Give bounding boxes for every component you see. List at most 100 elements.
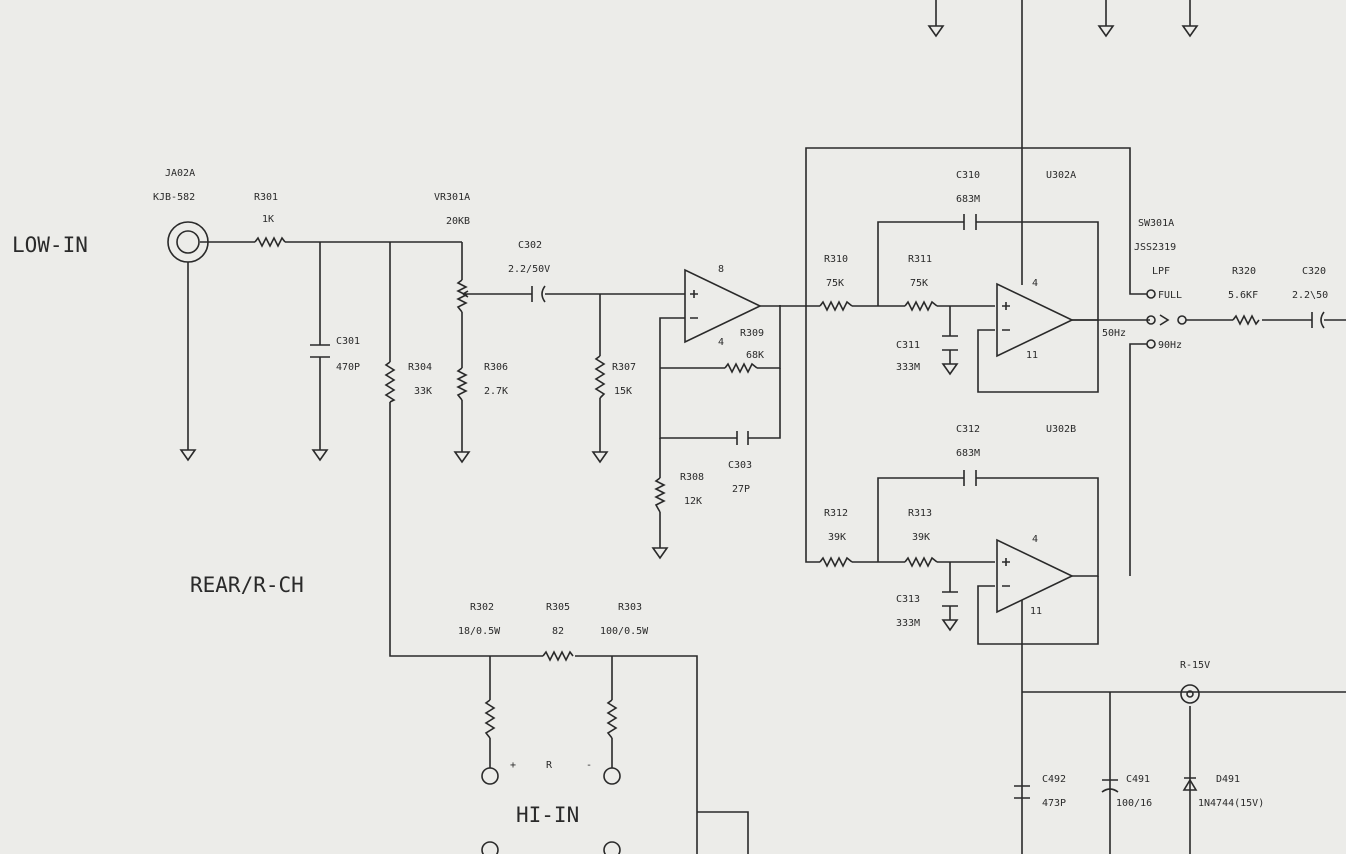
r320-ref-label: R320 xyxy=(1232,266,1256,277)
r303-value-label: 100/0.5W xyxy=(600,626,649,637)
vr301a-value-label: 20KB xyxy=(446,216,470,227)
capacitor-c303-symbol xyxy=(736,431,749,445)
r309-value-label: 68K xyxy=(746,350,764,361)
r311-ref-label: R311 xyxy=(908,254,932,265)
low-in-heading: LOW-IN xyxy=(12,233,88,257)
switch-90hz-label: 90Hz xyxy=(1158,340,1182,351)
capacitor-c320-symbol xyxy=(1311,311,1325,329)
r304-ref-label: R304 xyxy=(408,362,432,373)
c312-value-label: 683M xyxy=(956,448,980,459)
u302a-pin-top: 4 xyxy=(1032,278,1038,289)
c320-value-label: 2.2\50 xyxy=(1292,290,1328,301)
u302b-pin-bot: 11 xyxy=(1030,606,1042,617)
r303-ref-label: R303 xyxy=(618,602,642,613)
opamp-u302a-symbol xyxy=(996,282,1074,358)
u301-pin-bot: 4 xyxy=(718,337,724,348)
switch-full-label: FULL xyxy=(1158,290,1182,301)
c311-ref-label: C311 xyxy=(896,340,920,351)
hi-in-minus-mark: - xyxy=(586,760,592,771)
capacitor-c301-symbol xyxy=(310,344,330,358)
u302a-ref-label: U302A xyxy=(1046,170,1076,181)
r312-ref-label: R312 xyxy=(824,508,848,519)
capacitor-c492-symbol xyxy=(1014,785,1030,799)
resistor-r311-symbol xyxy=(904,300,938,312)
resistor-r308-symbol xyxy=(654,477,666,513)
resistor-r306-symbol xyxy=(456,367,468,401)
r306-value-label: 2.7K xyxy=(484,386,508,397)
resistor-r312-symbol xyxy=(819,556,853,568)
c313-value-label: 333M xyxy=(896,618,920,629)
r304-value-label: 33K xyxy=(414,386,432,397)
u302a-pin-bot: 11 xyxy=(1026,350,1038,361)
capacitor-c313-symbol xyxy=(942,591,958,607)
c301-value-label: 470P xyxy=(336,362,360,373)
c311-value-label: 333M xyxy=(896,362,920,373)
c312-ref-label: C312 xyxy=(956,424,980,435)
u301-pin-top: 8 xyxy=(718,264,724,275)
opamp-u301-symbol xyxy=(684,268,762,344)
capacitor-c491-symbol xyxy=(1101,779,1119,793)
r305-ref-label: R305 xyxy=(546,602,570,613)
c492-value-label: 473P xyxy=(1042,798,1066,809)
c492-ref-label: C492 xyxy=(1042,774,1066,785)
jack-ref-label: JA02A xyxy=(165,168,195,179)
u302b-pin-top: 4 xyxy=(1032,534,1038,545)
r313-ref-label: R313 xyxy=(908,508,932,519)
c302-ref-label: C302 xyxy=(518,240,542,251)
u302b-ref-label: U302B xyxy=(1046,424,1076,435)
r301-value-label: 1K xyxy=(262,214,274,225)
switch-50hz-label: 50Hz xyxy=(1102,328,1126,339)
r302-ref-label: R302 xyxy=(470,602,494,613)
c313-ref-label: C313 xyxy=(896,594,920,605)
resistor-r305-symbol xyxy=(542,650,574,662)
vr301a-ref-label: VR301A xyxy=(434,192,470,203)
resistor-r303-symbol xyxy=(606,699,618,739)
r309-ref-label: R309 xyxy=(740,328,764,339)
resistor-r301-symbol xyxy=(254,236,286,248)
r308-value-label: 12K xyxy=(684,496,702,507)
sw301a-part-label: JSS2319 xyxy=(1134,242,1176,253)
resistor-r307-symbol xyxy=(594,355,606,399)
hi-in-r-mark: R xyxy=(546,760,553,771)
resistor-r310-symbol xyxy=(819,300,853,312)
potentiometer-vr301a-icon xyxy=(456,279,470,313)
r307-value-label: 15K xyxy=(614,386,632,397)
c301-ref-label: C301 xyxy=(336,336,360,347)
r307-ref-label: R307 xyxy=(612,362,636,373)
c310-value-label: 683M xyxy=(956,194,980,205)
c302-value-label: 2.2/50V xyxy=(508,264,550,275)
capacitor-c311-symbol xyxy=(942,335,958,351)
c303-value-label: 27P xyxy=(732,484,750,495)
resistor-r320-symbol xyxy=(1232,314,1260,326)
capacitor-c312-symbol xyxy=(963,470,977,486)
c310-ref-label: C310 xyxy=(956,170,980,181)
c303-ref-label: C303 xyxy=(728,460,752,471)
d491-ref-label: D491 xyxy=(1216,774,1240,785)
switch-lpf-label: LPF xyxy=(1152,266,1170,277)
r310-value-label: 75K xyxy=(826,278,844,289)
r301-ref-label: R301 xyxy=(254,192,278,203)
r302-value-label: 18/0.5W xyxy=(458,626,501,637)
supply-rail-label: R-15V xyxy=(1180,660,1210,671)
switch-sw301a-icon xyxy=(1146,289,1187,349)
jack-part-label: KJB-582 xyxy=(153,192,195,203)
c491-value-label: 100/16 xyxy=(1116,798,1152,809)
wires xyxy=(187,0,1346,854)
r306-ref-label: R306 xyxy=(484,362,508,373)
capacitor-c310-symbol xyxy=(963,214,977,230)
hi-in-plus-mark: + xyxy=(510,760,516,771)
supply-terminal-icon xyxy=(1180,684,1200,704)
ground-symbols xyxy=(179,25,1199,632)
r308-ref-label: R308 xyxy=(680,472,704,483)
channel-heading: REAR/R-CH xyxy=(190,573,304,597)
resistor-r309-symbol xyxy=(724,362,758,374)
c491-ref-label: C491 xyxy=(1126,774,1150,785)
hi-in-terminals-icon xyxy=(481,767,621,854)
resistor-r304-symbol xyxy=(384,361,396,403)
capacitor-c302-symbol xyxy=(531,285,546,303)
r312-value-label: 39K xyxy=(828,532,846,543)
opamp-u302b-symbol xyxy=(996,538,1074,614)
d491-value-label: 1N4744(15V) xyxy=(1198,798,1264,809)
r313-value-label: 39K xyxy=(912,532,930,543)
